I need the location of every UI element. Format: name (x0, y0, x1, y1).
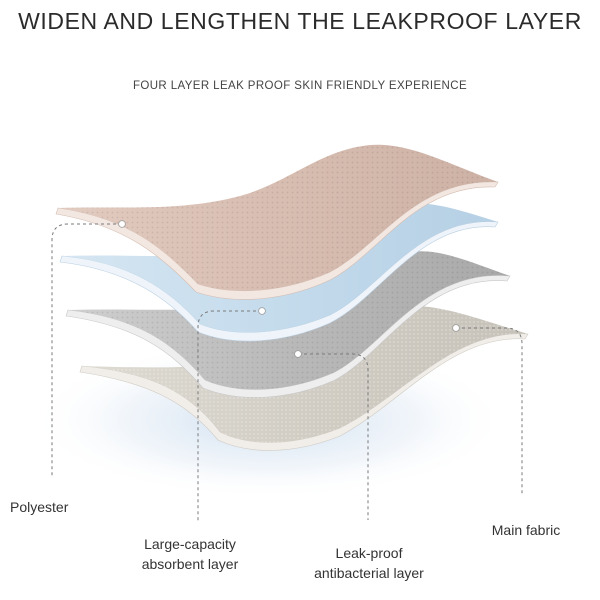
marker-dot-polyester (118, 220, 126, 228)
leader-line-polyester (51, 223, 122, 478)
headline: WIDEN AND LENGTHEN THE LEAKPROOF LAYER (18, 8, 582, 34)
label-leak-proof-layer: Leak-proof antibacterial layer (296, 543, 442, 584)
marker-dot-absorbent (258, 307, 266, 315)
label-leak-proof-line-1: Leak-proof (335, 545, 403, 561)
leader-line-absorbent (197, 310, 262, 522)
label-polyester: Polyester (10, 497, 68, 517)
label-polyester-line-1: Polyester (10, 499, 69, 515)
leader-line-main-fabric (456, 327, 523, 494)
label-absorbent-layer: Large-capacity absorbent layer (122, 534, 258, 575)
label-main-fabric-line-1: Main fabric (491, 522, 561, 538)
layer-polyester (55, 144, 499, 300)
subheadline: FOUR LAYER LEAK PROOF SKIN FRIENDLY EXPE… (132, 80, 468, 92)
marker-dot-main-fabric (452, 324, 460, 332)
label-main-fabric: Main fabric (476, 520, 576, 540)
label-leak-proof-line-2: antibacterial layer (314, 565, 424, 582)
label-absorbent-line-1: Large-capacity (144, 536, 236, 552)
label-absorbent-line-2: absorbent layer (141, 556, 239, 573)
leader-line-leak-proof (298, 353, 369, 520)
marker-dot-leak-proof (294, 350, 302, 358)
